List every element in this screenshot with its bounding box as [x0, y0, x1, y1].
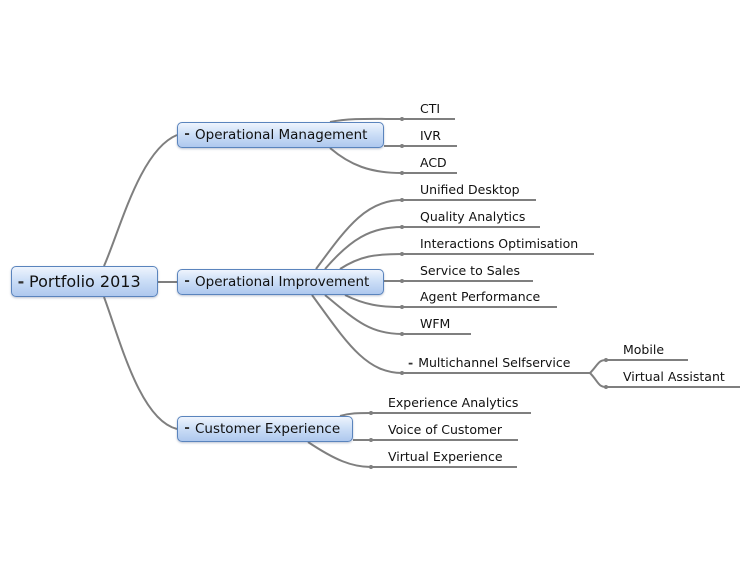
- main-topic-label: Customer Experience: [195, 421, 341, 437]
- subtopic-label: Multichannel Selfservice: [418, 355, 571, 370]
- subtopic-experience-analytics[interactable]: Experience Analytics: [388, 395, 519, 410]
- main-topic-label: Operational Management: [195, 127, 368, 143]
- subtopic-cti[interactable]: CTI: [420, 101, 441, 116]
- subtopic-virtual-experience[interactable]: Virtual Experience: [388, 449, 503, 464]
- subtopic-wfm[interactable]: WFM: [420, 316, 451, 331]
- central-topic[interactable]: - Portfolio 2013: [11, 266, 158, 297]
- subtopic-quality-analytics[interactable]: Quality Analytics: [420, 209, 526, 224]
- subtopic-interactions-optimisation[interactable]: Interactions Optimisation: [420, 236, 579, 251]
- collapse-toggle[interactable]: -: [184, 126, 190, 143]
- subtopic-virtual-assistant[interactable]: Virtual Assistant: [623, 369, 725, 384]
- main-topic-operational-management[interactable]: - Operational Management: [177, 122, 384, 148]
- subtopic-unified-desktop[interactable]: Unified Desktop: [420, 182, 520, 197]
- subtopic-service-to-sales[interactable]: Service to Sales: [420, 263, 520, 278]
- subtopic-multichannel-selfservice[interactable]: -Multichannel Selfservice: [408, 355, 570, 370]
- subtopic-mobile[interactable]: Mobile: [623, 342, 665, 357]
- subtopic-voice-of-customer[interactable]: Voice of Customer: [388, 422, 502, 437]
- main-topic-label: Operational Improvement: [195, 274, 370, 290]
- main-topic-operational-improvement[interactable]: - Operational Improvement: [177, 269, 384, 295]
- collapse-toggle[interactable]: -: [184, 420, 190, 437]
- central-topic-label: Portfolio 2013: [29, 272, 141, 291]
- main-topic-customer-experience[interactable]: - Customer Experience: [177, 416, 353, 442]
- subtopic-agent-performance[interactable]: Agent Performance: [420, 289, 541, 304]
- collapse-toggle[interactable]: -: [408, 355, 414, 370]
- collapse-toggle[interactable]: -: [17, 271, 25, 291]
- subtopic-ivr[interactable]: IVR: [420, 128, 441, 143]
- collapse-toggle[interactable]: -: [184, 273, 190, 290]
- subtopic-acd[interactable]: ACD: [420, 155, 447, 170]
